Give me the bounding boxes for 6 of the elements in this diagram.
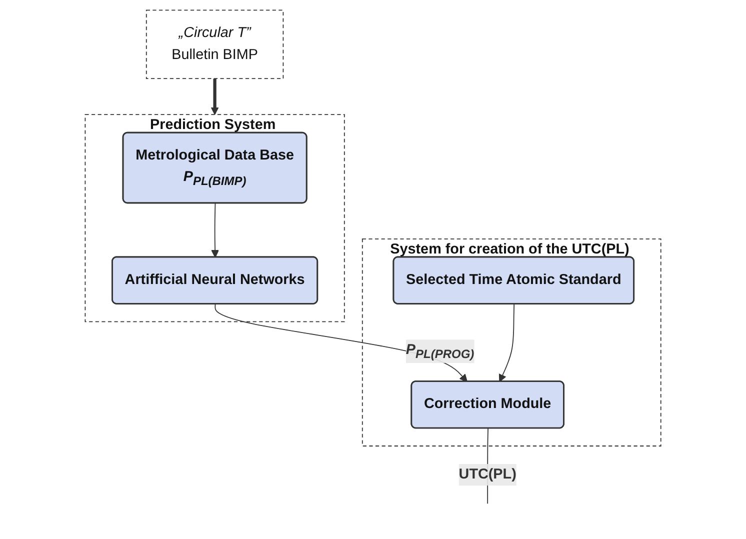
arrow xyxy=(211,202,219,258)
edge-label: P$_{PL(PROG)}$ xyxy=(406,342,474,361)
node-box: „Circular T” Bulletin BIMP xyxy=(146,10,284,80)
arrow xyxy=(210,78,219,115)
edge-label: UTC(PL) xyxy=(458,466,516,482)
arrow xyxy=(498,304,514,382)
